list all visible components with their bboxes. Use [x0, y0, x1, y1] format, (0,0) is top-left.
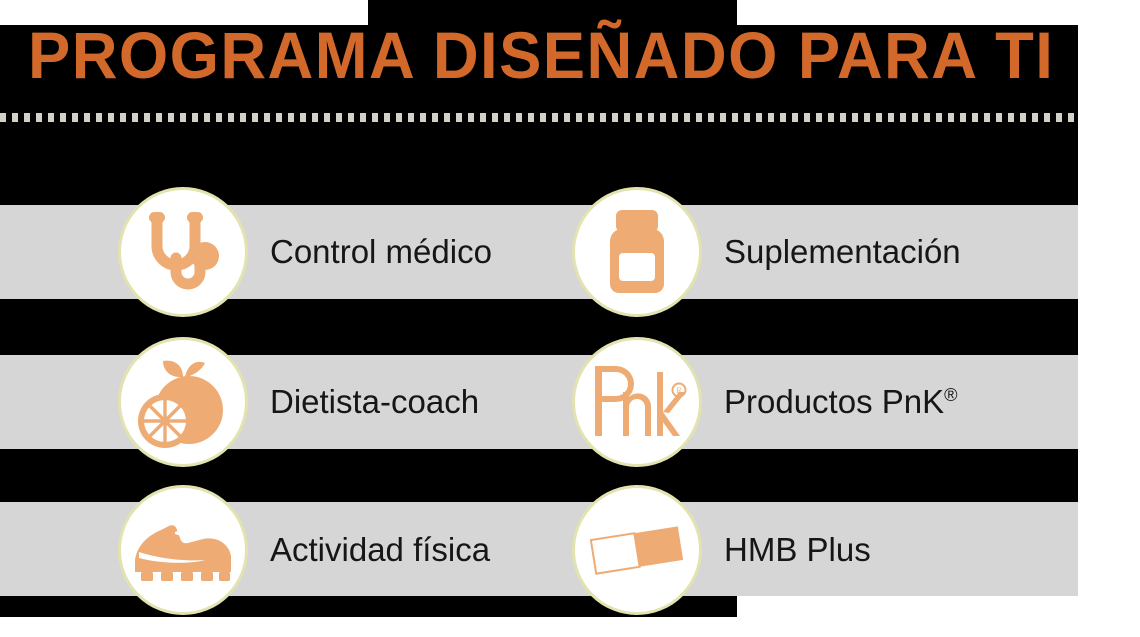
- registered-mark: ®: [944, 385, 958, 405]
- page-title: PROGRAMA DISEÑADO PARA TI: [28, 18, 1055, 92]
- icon-badge: R: [572, 337, 702, 467]
- list-item-label: Actividad física: [270, 531, 491, 568]
- dotted-divider: [0, 113, 1078, 122]
- icon-badge: [572, 187, 702, 317]
- list-item-label: Control médico: [270, 233, 492, 270]
- list-item-label: Suplementación: [724, 233, 961, 270]
- icon-badge: [118, 187, 248, 317]
- list-item-label: HMB Plus: [724, 531, 871, 568]
- list-item[interactable]: Actividad física: [118, 485, 490, 615]
- list-item-label-text: Productos PnK: [724, 383, 945, 420]
- supplement-bottle-icon: [597, 208, 677, 296]
- list-item-label: Dietista-coach: [270, 383, 480, 420]
- list-item[interactable]: Dietista-coach: [118, 337, 479, 467]
- list-item[interactable]: Suplementación: [572, 187, 961, 317]
- orange-fruit-icon: [135, 355, 231, 449]
- list-item[interactable]: HMB Plus: [572, 485, 871, 615]
- icon-badge: [118, 337, 248, 467]
- svg-text:R: R: [676, 386, 682, 395]
- icon-badge: [118, 485, 248, 615]
- pnk-logo-icon: R: [587, 360, 687, 444]
- icon-badge: [572, 485, 702, 615]
- list-item[interactable]: Control médico: [118, 187, 492, 317]
- top-black-notch: [368, 0, 737, 26]
- list-item-label: Productos PnK®: [724, 383, 958, 421]
- sachet-icon: [587, 519, 687, 581]
- football-boot-icon: [131, 516, 235, 584]
- list-item[interactable]: R Productos PnK®: [572, 337, 958, 467]
- stethoscope-icon: [137, 206, 229, 298]
